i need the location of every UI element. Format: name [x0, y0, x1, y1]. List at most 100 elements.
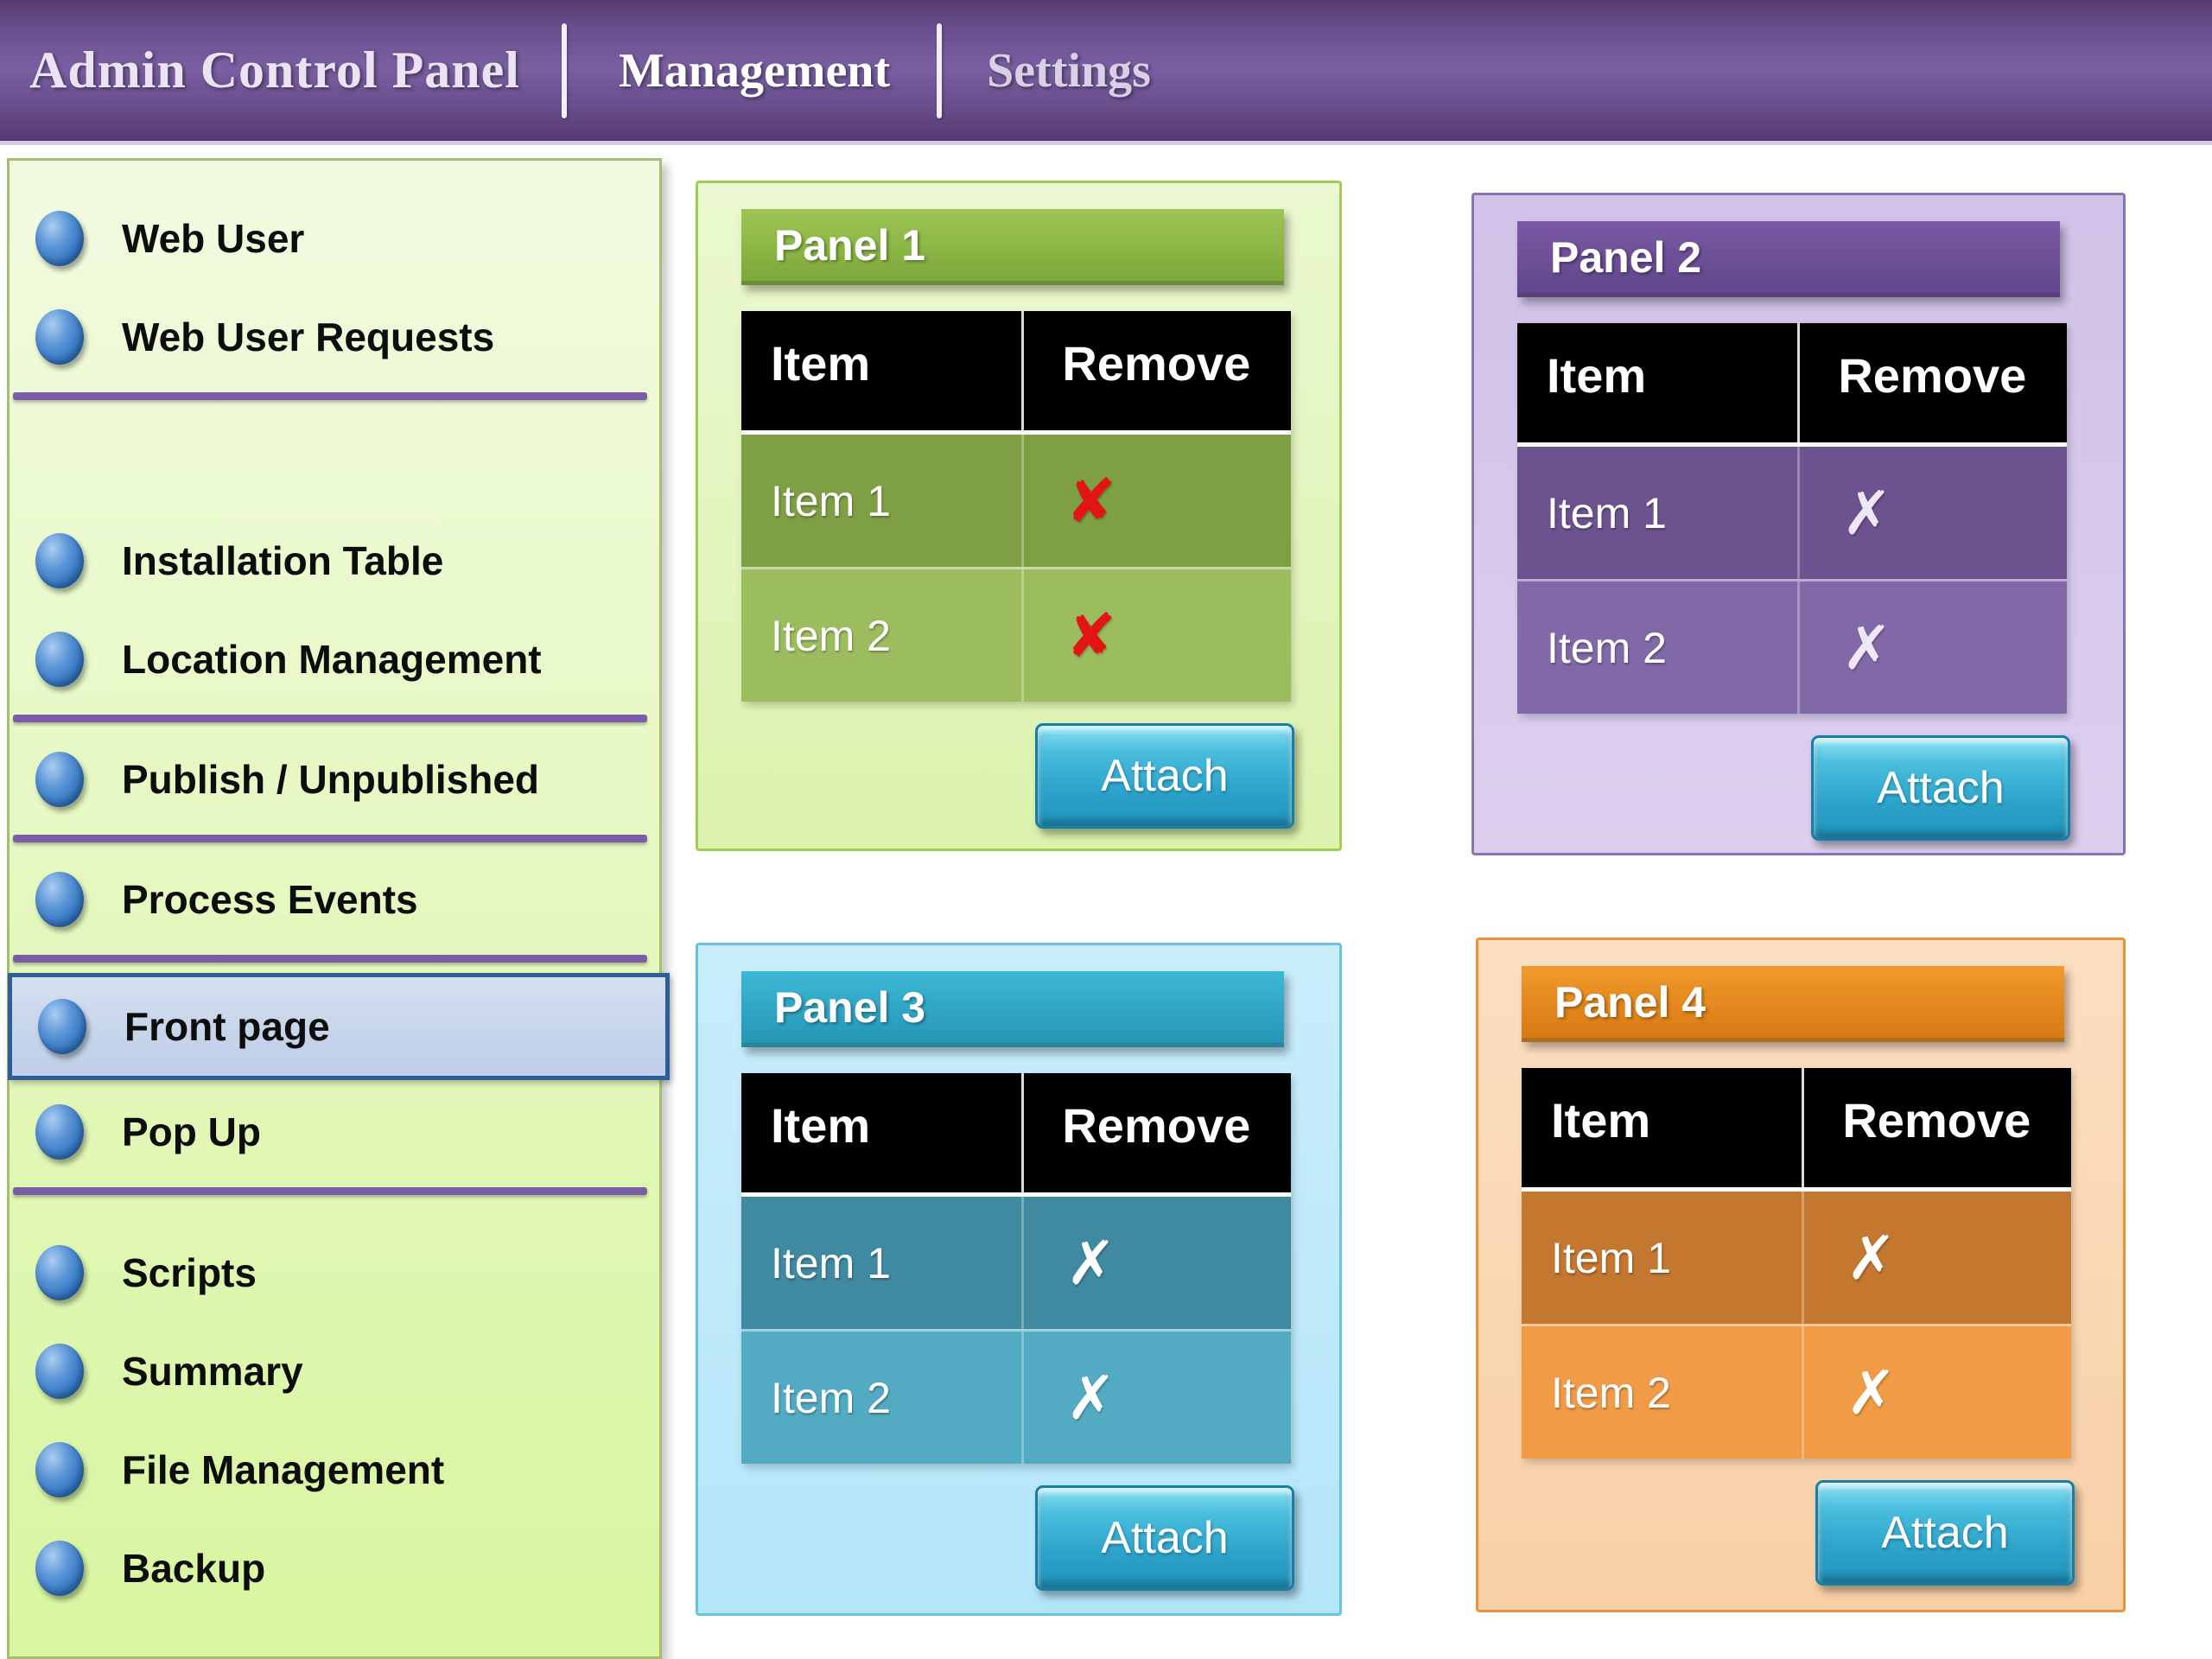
- remove-cell: ✗: [1802, 1326, 2071, 1459]
- remove-x-icon[interactable]: ✘: [1065, 601, 1117, 670]
- sidebar-item-file-management[interactable]: File Management: [10, 1427, 654, 1513]
- sidebar-item-label: Pop Up: [122, 1109, 261, 1154]
- menu-item-management[interactable]: Management: [618, 43, 891, 98]
- table-row: Item 1 ✘: [741, 435, 1291, 567]
- remove-cell: ✘: [1021, 569, 1291, 702]
- sidebar-divider: [13, 715, 647, 722]
- bullet-icon: [35, 1245, 84, 1300]
- bullet-icon: [35, 872, 84, 927]
- sidebar-item-summary[interactable]: Summary: [10, 1328, 654, 1414]
- sidebar-item-label: Summary: [122, 1349, 303, 1394]
- sidebar-item-label: File Management: [122, 1447, 445, 1492]
- bullet-icon: [35, 1344, 84, 1399]
- sidebar-item-label: Web User Requests: [122, 315, 495, 359]
- app-title: Admin Control Panel: [29, 41, 520, 99]
- column-header-item: Item: [1551, 1093, 1651, 1147]
- remove-x-icon[interactable]: ✘: [1065, 467, 1117, 535]
- remove-x-icon[interactable]: ✗: [1065, 1363, 1117, 1432]
- item-cell: Item 1: [771, 1238, 891, 1287]
- remove-x-icon[interactable]: ✗: [1846, 1358, 1897, 1427]
- item-cell: Item 1: [1551, 1233, 1671, 1282]
- sidebar-item-location-management[interactable]: Location Management: [10, 616, 654, 702]
- remove-x-icon[interactable]: ✗: [1065, 1229, 1117, 1297]
- panel-title: Panel 3: [741, 971, 1284, 1047]
- table-row: Item 2 ✗: [1517, 579, 2067, 714]
- column-header-remove: Remove: [1802, 1068, 2071, 1187]
- sidebar-spacer: [10, 1209, 659, 1230]
- table-row: Item 1 ✗: [1517, 447, 2067, 579]
- sidebar-item-publish-unpublished[interactable]: Publish / Unpublished: [10, 736, 654, 823]
- bullet-icon: [35, 632, 84, 687]
- remove-x-icon[interactable]: ✗: [1846, 1224, 1897, 1292]
- bullet-icon: [35, 752, 84, 807]
- sidebar-spacer: [10, 414, 659, 518]
- sidebar-item-process-events[interactable]: Process Events: [10, 856, 654, 943]
- item-cell: Item 1: [1547, 488, 1667, 537]
- header-bar: Admin Control Panel Management Settings: [0, 0, 2212, 145]
- sidebar-divider: [13, 835, 647, 842]
- sidebar-divider: [13, 1187, 647, 1195]
- sidebar-divider: [13, 392, 647, 400]
- sidebar-item-label: Backup: [122, 1546, 266, 1591]
- remove-cell: ✗: [1797, 447, 2067, 579]
- table-row: Item 1 ✗: [741, 1197, 1291, 1329]
- sidebar-item-label: Front page: [124, 1004, 330, 1049]
- sidebar-item-label: Web User: [122, 216, 305, 261]
- item-cell: Item 2: [1551, 1368, 1671, 1417]
- panel-title: Panel 2: [1517, 221, 2060, 297]
- column-header-remove: Remove: [1797, 323, 2067, 442]
- column-header-item: Item: [771, 336, 871, 391]
- remove-cell: ✘: [1021, 435, 1291, 567]
- sidebar-item-front-page[interactable]: Front page: [8, 973, 670, 1080]
- column-header-remove: Remove: [1021, 1073, 1291, 1192]
- item-cell: Item 2: [1547, 623, 1667, 672]
- sidebar-item-pop-up[interactable]: Pop Up: [10, 1089, 654, 1175]
- remove-cell: ✗: [1021, 1332, 1291, 1464]
- table-row: Item 2 ✘: [741, 567, 1291, 702]
- sidebar-item-scripts[interactable]: Scripts: [10, 1230, 654, 1316]
- table-row: Item 2 ✗: [1522, 1324, 2071, 1459]
- bullet-icon: [35, 1442, 84, 1497]
- table-row: Item 1 ✗: [1522, 1192, 2071, 1324]
- attach-button[interactable]: Attach: [1811, 735, 2070, 841]
- sidebar-item-web-user[interactable]: Web User: [10, 195, 654, 282]
- attach-button[interactable]: Attach: [1815, 1480, 2075, 1586]
- sidebar-item-web-user-requests[interactable]: Web User Requests: [10, 294, 654, 380]
- attach-button[interactable]: Attach: [1035, 1485, 1294, 1591]
- bullet-icon: [38, 999, 86, 1054]
- sidebar-item-label: Location Management: [122, 637, 542, 682]
- panel-title: Panel 4: [1522, 966, 2064, 1042]
- sidebar-divider: [13, 955, 647, 963]
- table-row: Item 2✗: [741, 1329, 1291, 1464]
- bullet-icon: [35, 1104, 84, 1160]
- remove-cell: ✗: [1021, 1197, 1291, 1329]
- attach-button[interactable]: Attach: [1035, 723, 1294, 829]
- sidebar-item-installation-table[interactable]: Installation Table: [10, 518, 654, 604]
- menu-item-settings[interactable]: Settings: [987, 43, 1151, 98]
- sidebar-item-label: Installation Table: [122, 538, 444, 583]
- table-header-row: Item Remove: [1522, 1068, 2071, 1192]
- bullet-icon: [35, 309, 84, 365]
- sidebar-item-backup[interactable]: Backup: [10, 1525, 654, 1611]
- remove-cell: ✗: [1802, 1192, 2071, 1324]
- item-cell: Item 1: [771, 476, 891, 525]
- menu-separator: [561, 22, 567, 118]
- sidebar-item-label: Scripts: [122, 1250, 257, 1295]
- sidebar-item-label: Process Events: [122, 877, 418, 922]
- remove-x-icon[interactable]: ✗: [1841, 479, 1893, 547]
- menu-separator: [937, 22, 943, 118]
- remove-x-icon[interactable]: ✗: [1841, 613, 1893, 682]
- bullet-icon: [35, 211, 84, 266]
- remove-cell: ✗: [1797, 582, 2067, 714]
- column-header-remove: Remove: [1021, 311, 1291, 430]
- item-cell: Item 2: [771, 611, 891, 660]
